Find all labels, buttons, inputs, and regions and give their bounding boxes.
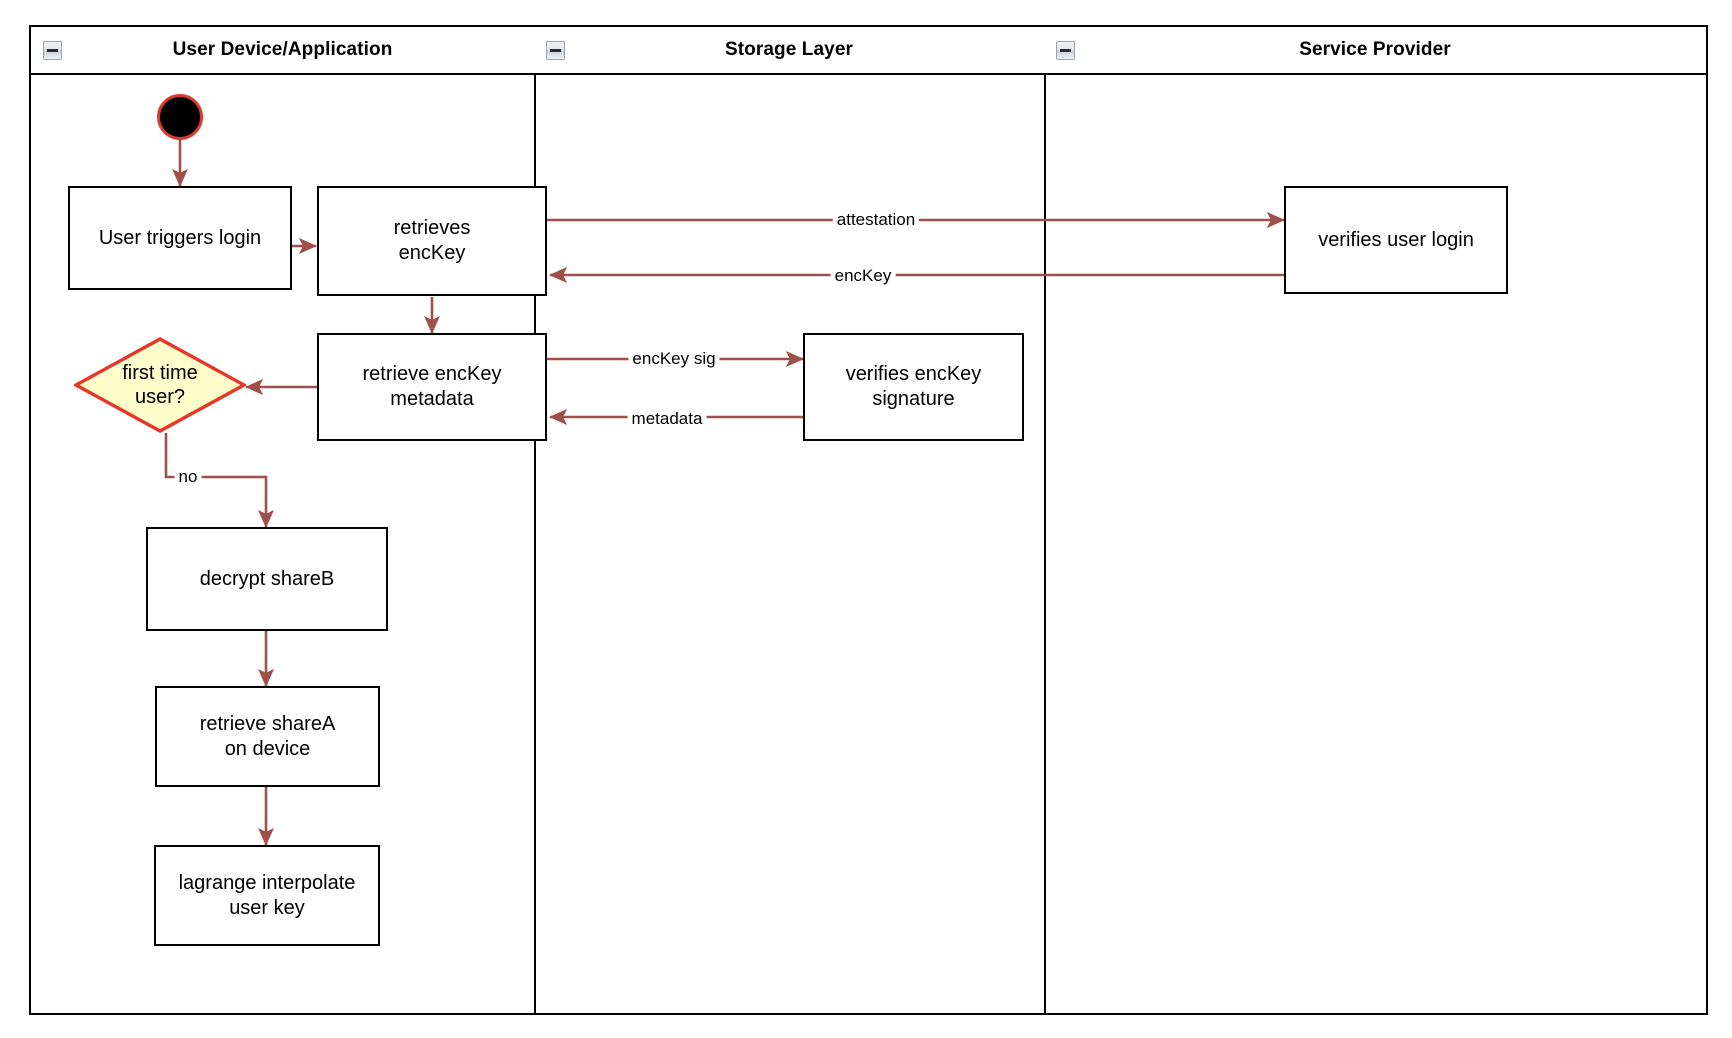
- lane-header-user-device[interactable]: User Device/Application: [31, 27, 534, 75]
- node-label: User triggers login: [98, 226, 262, 249]
- lane-header-service-provider[interactable]: Service Provider: [1044, 27, 1706, 75]
- edge-label-enckey-sig: encKey sig: [628, 349, 720, 369]
- edge-label-attestation: attestation: [832, 210, 920, 230]
- node-user-triggers-login[interactable]: User triggers login: [68, 186, 292, 290]
- node-verifies-enckey-signature[interactable]: verifies encKey signature: [803, 333, 1024, 441]
- minus-box-icon[interactable]: [1056, 41, 1075, 60]
- node-verifies-user-login[interactable]: verifies user login: [1284, 186, 1508, 294]
- lane-title-storage-layer: Storage Layer: [724, 39, 854, 60]
- node-label: retrieves encKey: [393, 217, 471, 264]
- node-label: lagrange interpolate user key: [178, 871, 356, 919]
- lane-header-storage-layer[interactable]: Storage Layer: [534, 27, 1044, 75]
- node-retrieve-sharea-on-device[interactable]: retrieve shareA on device: [155, 686, 380, 787]
- node-label: first time user?: [122, 362, 198, 408]
- lane-title-service-provider: Service Provider: [1299, 39, 1451, 60]
- node-first-time-user[interactable]: first time user?: [74, 337, 246, 433]
- start-node[interactable]: [157, 94, 203, 140]
- edge-label-no: no: [174, 467, 202, 487]
- lane-divider-2: [1044, 27, 1046, 1013]
- node-decrypt-shareb[interactable]: decrypt shareB: [146, 527, 388, 631]
- node-label: verifies user login: [1318, 228, 1474, 251]
- minus-box-icon[interactable]: [546, 41, 565, 60]
- node-label: decrypt shareB: [199, 567, 335, 590]
- node-retrieve-enckey-metadata[interactable]: retrieve encKey metadata: [317, 333, 547, 441]
- minus-box-icon[interactable]: [43, 41, 62, 60]
- node-label: retrieve encKey metadata: [362, 363, 502, 410]
- lane-title-user-device: User Device/Application: [172, 39, 393, 60]
- node-label: verifies encKey signature: [845, 363, 982, 410]
- edge-label-enckey: encKey: [830, 266, 896, 286]
- node-label: retrieve shareA on device: [199, 712, 336, 760]
- node-lagrange-interpolate-user-key[interactable]: lagrange interpolate user key: [154, 845, 380, 946]
- diamond-shape: [74, 337, 246, 433]
- edge-label-metadata: metadata: [627, 409, 707, 429]
- node-retrieves-enckey[interactable]: retrieves encKey: [317, 186, 547, 296]
- lane-divider-1: [534, 27, 536, 1013]
